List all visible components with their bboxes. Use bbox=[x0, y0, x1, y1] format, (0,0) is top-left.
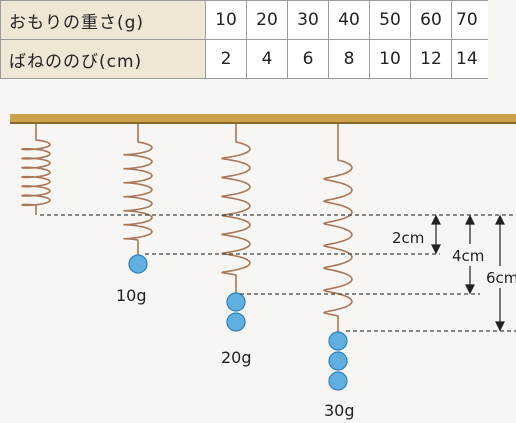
arrow-6cm-head-down bbox=[495, 321, 505, 332]
weight-ball-30g-3 bbox=[328, 371, 348, 391]
weight-ball-30g-1 bbox=[328, 331, 348, 351]
table-row-extension: ばねののび(cm) 2 4 6 8 10 12 14 bbox=[0, 39, 488, 79]
header-extension: ばねののび(cm) bbox=[0, 39, 206, 79]
weight-ball-20g-1 bbox=[226, 292, 246, 312]
data-table: おもりの重さ(g) 10 20 30 40 50 60 70 ばねののび(cm)… bbox=[0, 0, 488, 79]
table-row-weight: おもりの重さ(g) 10 20 30 40 50 60 70 bbox=[0, 0, 488, 40]
weight-cell: 20 bbox=[246, 0, 288, 40]
label-bg-6cm bbox=[484, 266, 516, 288]
extension-cell: 14 bbox=[451, 39, 488, 79]
extension-cell: 4 bbox=[246, 39, 288, 79]
reference-lines bbox=[40, 214, 516, 332]
arrow-4cm-head-down bbox=[465, 284, 475, 295]
spring-unloaded bbox=[21, 124, 51, 215]
arrow-4cm-head-up bbox=[465, 214, 475, 225]
springs-group bbox=[21, 124, 353, 333]
weight-label-20g: 20g bbox=[221, 348, 252, 367]
arrow-2cm-head-down bbox=[431, 244, 441, 255]
spring-20g bbox=[221, 124, 251, 294]
extension-cell: 10 bbox=[369, 39, 411, 79]
spring-10g bbox=[123, 124, 153, 256]
label-bg-2cm bbox=[384, 226, 430, 248]
weight-ball-10g bbox=[128, 254, 148, 274]
spring-30g bbox=[323, 124, 353, 333]
extension-cell: 8 bbox=[328, 39, 370, 79]
arrow-2cm-head-up bbox=[431, 214, 441, 225]
arrow-6cm-head-up bbox=[495, 214, 505, 225]
weight-ball-20g-2 bbox=[226, 312, 246, 332]
weight-cell: 50 bbox=[369, 0, 411, 40]
ceiling-beam bbox=[10, 114, 516, 123]
extension-cell: 12 bbox=[410, 39, 452, 79]
extension-label-6cm: 6cm bbox=[486, 269, 516, 287]
extension-label-2cm: 2cm bbox=[392, 229, 424, 247]
label-bg-4cm bbox=[448, 244, 488, 266]
header-weight: おもりの重さ(g) bbox=[0, 0, 206, 40]
extension-label-4cm: 4cm bbox=[452, 247, 484, 265]
weights-group bbox=[128, 254, 348, 391]
weight-cell: 70 bbox=[451, 0, 488, 40]
weight-label-10g: 10g bbox=[116, 286, 147, 305]
ceiling-shadow bbox=[10, 122, 516, 124]
weight-cell: 60 bbox=[410, 0, 452, 40]
weight-ball-30g-2 bbox=[328, 351, 348, 371]
weight-label-30g: 30g bbox=[324, 401, 355, 420]
